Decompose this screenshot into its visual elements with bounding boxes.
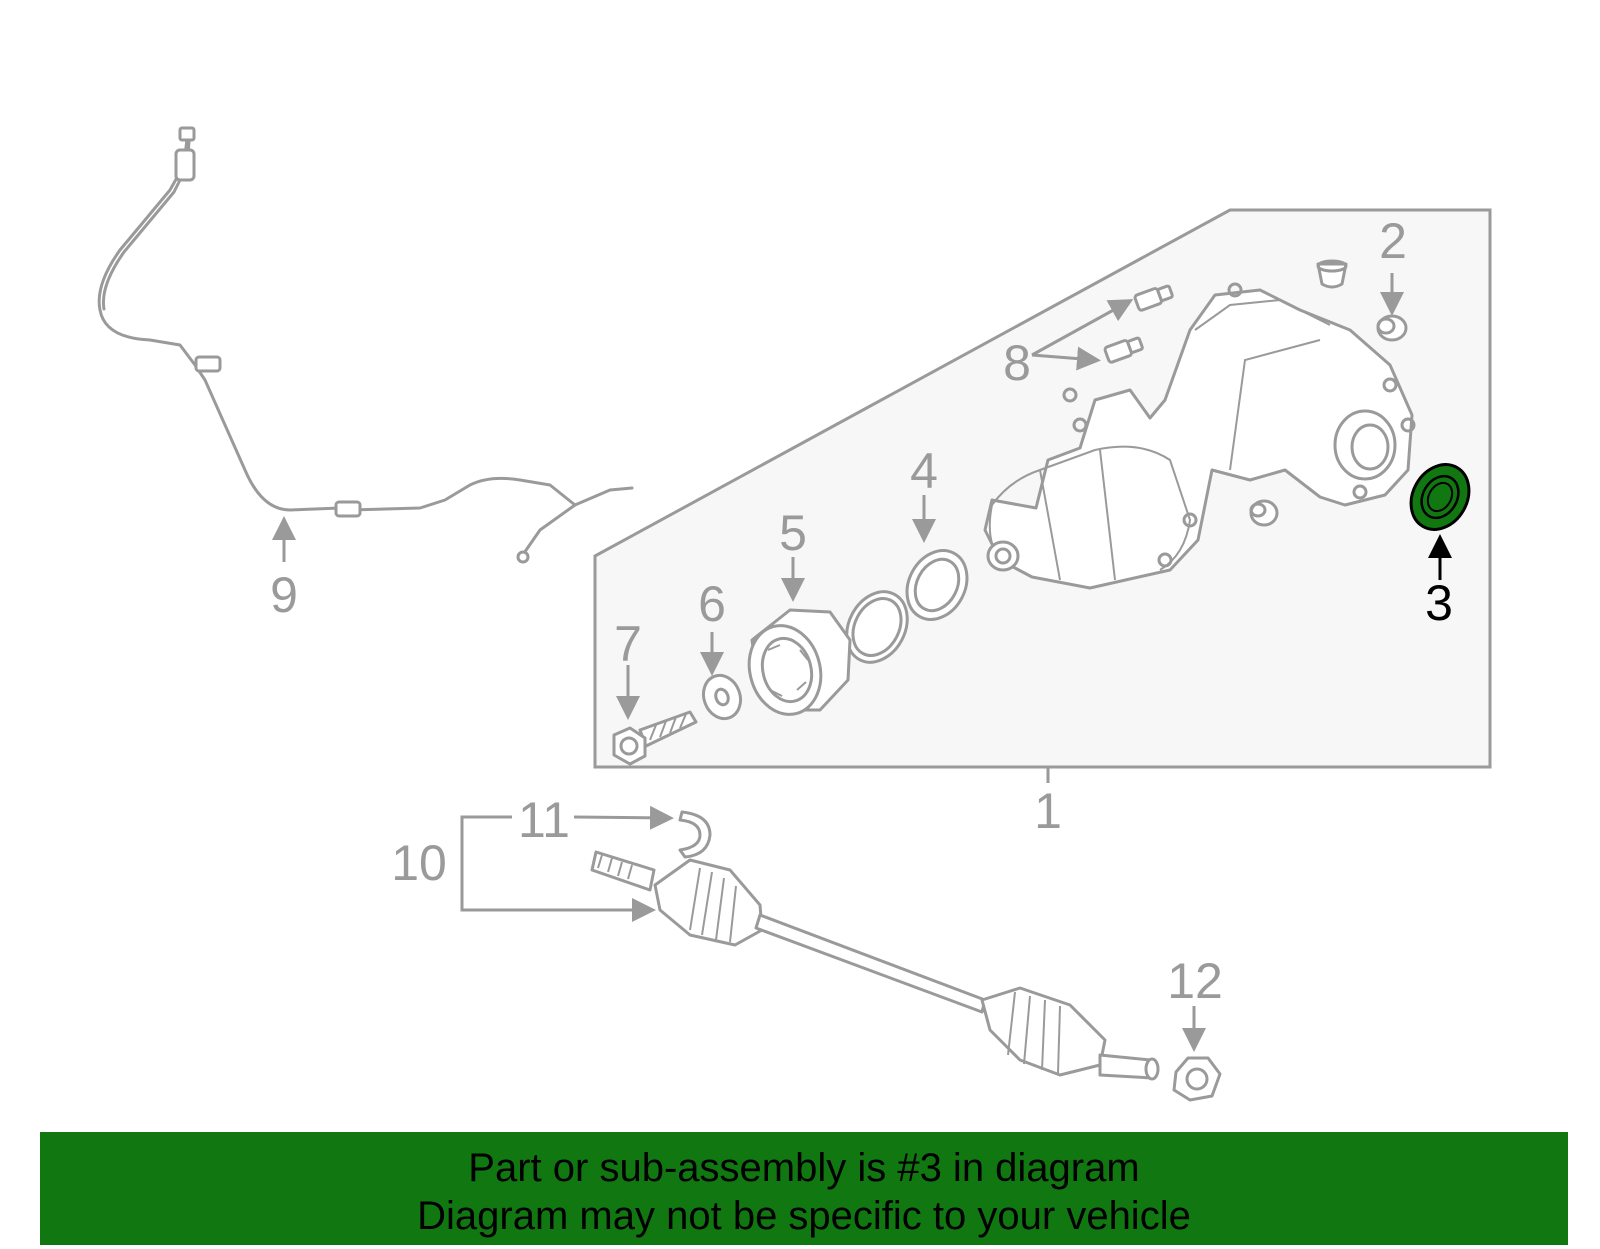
seal-part-3-highlighted[interactable]	[1400, 454, 1481, 540]
bushing-part-2[interactable]	[1376, 314, 1408, 342]
banner-line-1: Part or sub-assembly is #3 in diagram	[468, 1146, 1140, 1190]
wire-harness-part-9[interactable]	[97, 126, 634, 564]
flange-part-5[interactable]	[740, 608, 852, 723]
callout-10: 10	[391, 835, 447, 891]
callout-6: 6	[698, 576, 726, 632]
callout-5: 5	[779, 505, 807, 561]
callout-1: 1	[1034, 783, 1062, 839]
differential-housing[interactable]	[983, 282, 1416, 590]
seal-ring-part-4[interactable]	[895, 540, 978, 630]
plug	[1249, 499, 1279, 527]
cap	[1316, 259, 1348, 289]
callout-12: 12	[1167, 953, 1223, 1009]
washer-part-6[interactable]	[698, 670, 747, 724]
callout-7: 7	[614, 616, 642, 672]
banner-line-2: Diagram may not be specific to your vehi…	[417, 1194, 1191, 1238]
callout-9: 9	[270, 567, 298, 623]
bolt-part-7[interactable]	[612, 710, 698, 766]
callout-11: 11	[518, 792, 570, 848]
callout-3: 3	[1425, 575, 1453, 631]
callout-4: 4	[910, 443, 938, 499]
axle-shaft-part-10[interactable]	[590, 850, 1160, 1081]
studs-part-8[interactable]	[1103, 284, 1174, 364]
snap-ring-part-11[interactable]	[678, 810, 712, 859]
callout-leaders	[272, 273, 1452, 1052]
o-ring	[845, 590, 909, 664]
nut-part-12[interactable]	[1172, 1056, 1222, 1102]
info-banner: Part or sub-assembly is #3 in diagram Di…	[40, 1132, 1568, 1245]
callout-8: 8	[1003, 335, 1031, 391]
callout-2: 2	[1379, 213, 1407, 269]
